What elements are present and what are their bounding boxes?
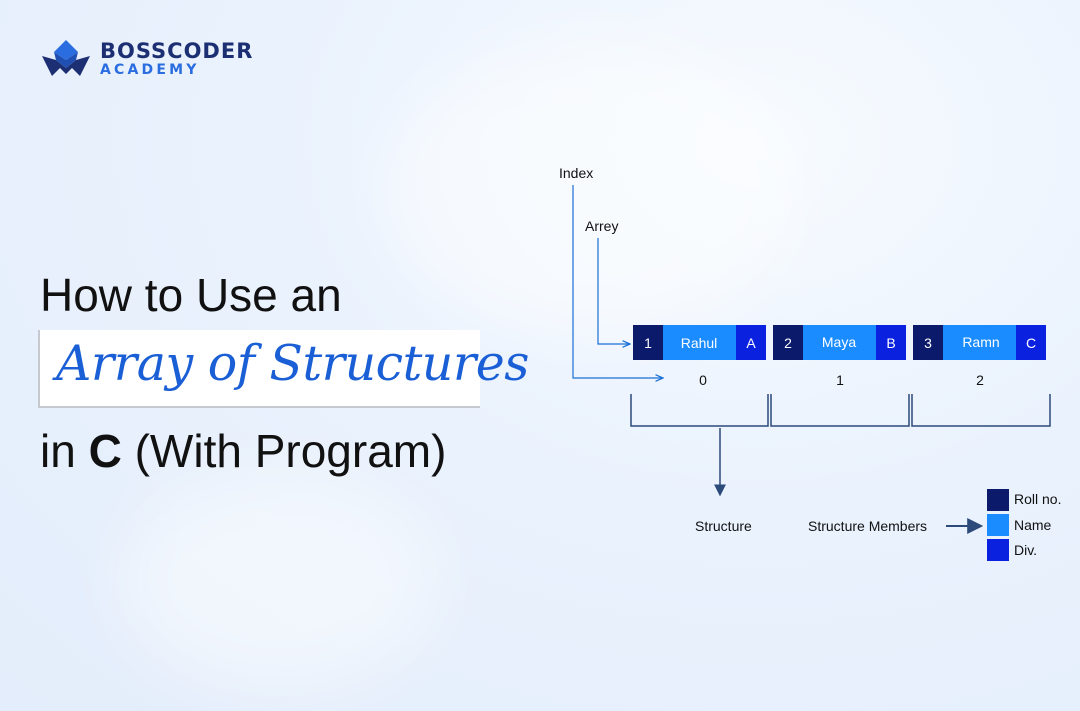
div-cell	[1016, 325, 1046, 360]
roll-cell	[773, 325, 803, 360]
roll-cell	[633, 325, 663, 360]
index-value: 0	[699, 372, 707, 388]
brand-subtitle: ACADEMY	[100, 61, 200, 78]
title-highlight-box	[38, 330, 480, 408]
bracket-1	[770, 394, 910, 427]
legend-label: Div.	[1014, 542, 1037, 558]
background-glow	[120, 470, 440, 690]
roll-value: 3	[924, 335, 932, 351]
array-label: Arrey	[585, 218, 618, 234]
div-cell	[876, 325, 906, 360]
title-highlight: Array of Structures	[56, 335, 529, 392]
array-pointer-arrow	[597, 238, 630, 344]
roll-value: 2	[784, 335, 792, 351]
name-cell	[663, 325, 736, 360]
legend: Roll no. Name Div.	[987, 489, 1061, 561]
div-value: A	[746, 335, 756, 351]
roll-value: 1	[644, 335, 652, 351]
index-value: 2	[976, 372, 984, 388]
name-value: Maya	[822, 334, 856, 350]
name-cell	[943, 325, 1016, 360]
crown-wave-logo-icon	[42, 40, 90, 76]
name-value: Rahul	[681, 335, 718, 351]
title-line-3: in C (With Program)	[40, 424, 446, 478]
background-glow	[380, 40, 800, 340]
legend-swatch-name	[987, 514, 1009, 536]
brand-name: BOSSCODER	[100, 38, 254, 63]
array-element: 2 Maya B 1	[773, 325, 906, 388]
title-line-3-prefix: in	[40, 425, 89, 477]
structure-members-label: Structure Members	[808, 518, 927, 534]
element-brackets	[630, 394, 1051, 427]
brand-logo[interactable]: BOSSCODER ACADEMY	[40, 38, 253, 80]
title-line-1: How to Use an	[40, 269, 342, 321]
index-pointer-arrow	[572, 185, 663, 378]
roll-cell	[913, 325, 943, 360]
bracket-0	[630, 394, 769, 427]
div-value: C	[1026, 335, 1036, 351]
index-label: Index	[559, 165, 593, 181]
bracket-2	[911, 394, 1051, 427]
legend-swatch-roll	[987, 489, 1009, 511]
div-value: B	[886, 335, 895, 351]
name-cell	[803, 325, 876, 360]
legend-label: Name	[1014, 517, 1052, 533]
title-line-3-suffix: (With Program)	[121, 425, 447, 477]
div-cell	[736, 325, 766, 360]
legend-swatch-div	[987, 539, 1009, 561]
structure-label: Structure	[695, 518, 752, 534]
name-value: Ramn	[962, 334, 999, 350]
index-value: 1	[836, 372, 844, 388]
array-element: 3 Ramn C 2	[913, 325, 1046, 388]
title-language: C	[88, 425, 122, 477]
array-element: 1 Rahul A 0	[633, 325, 766, 388]
legend-label: Roll no.	[1014, 491, 1061, 507]
